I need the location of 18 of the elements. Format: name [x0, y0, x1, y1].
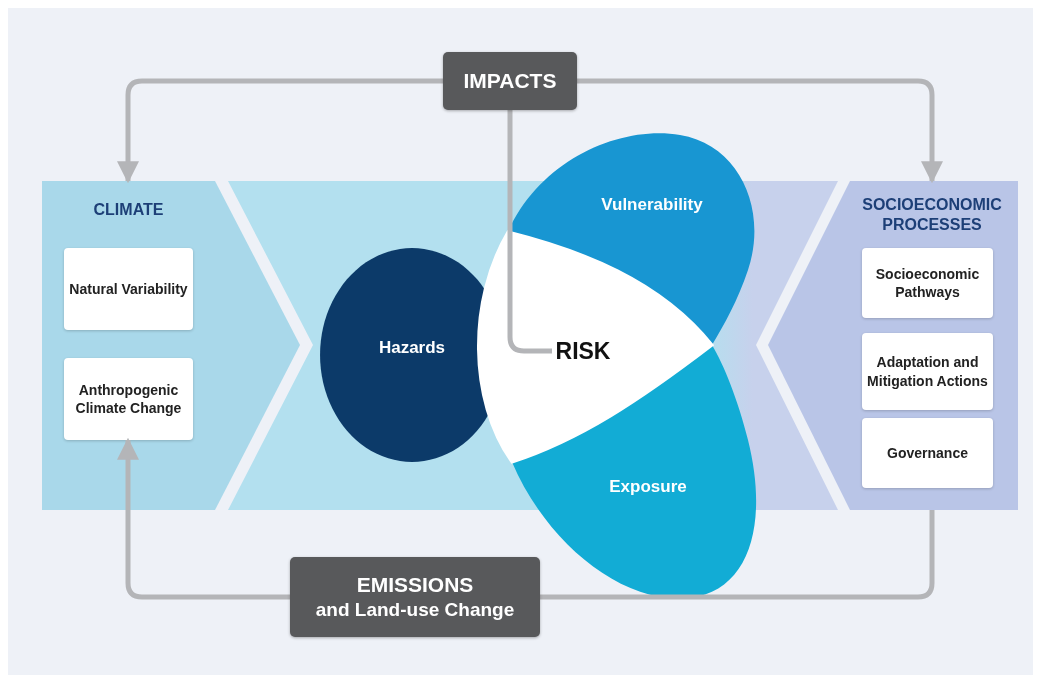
dark-label-box: EMISSIONS and Land-use Change — [290, 557, 540, 637]
text-card: Anthropogenic Climate Change — [64, 358, 193, 440]
shape-label: Vulnerability — [601, 195, 703, 215]
connector-line — [540, 510, 935, 600]
text-card: Governance — [862, 418, 993, 488]
panel-heading: CLIMATE — [92, 200, 165, 220]
shape-label: Exposure — [609, 477, 687, 497]
dark-label-box: IMPACTS — [443, 52, 577, 110]
arrow — [117, 437, 290, 600]
arrow — [577, 78, 943, 184]
panel-heading: SOCIOECONOMIC PROCESSES — [861, 195, 1003, 235]
text-card: Socioeconomic Pathways — [862, 248, 993, 318]
center-label: RISK — [552, 334, 614, 368]
shape-label: Hazards — [378, 338, 446, 358]
arrow — [117, 78, 443, 184]
connector-line — [507, 110, 552, 354]
text-card: Adaptation and Mitigation Actions — [862, 333, 993, 410]
text-card: Natural Variability — [64, 248, 193, 330]
